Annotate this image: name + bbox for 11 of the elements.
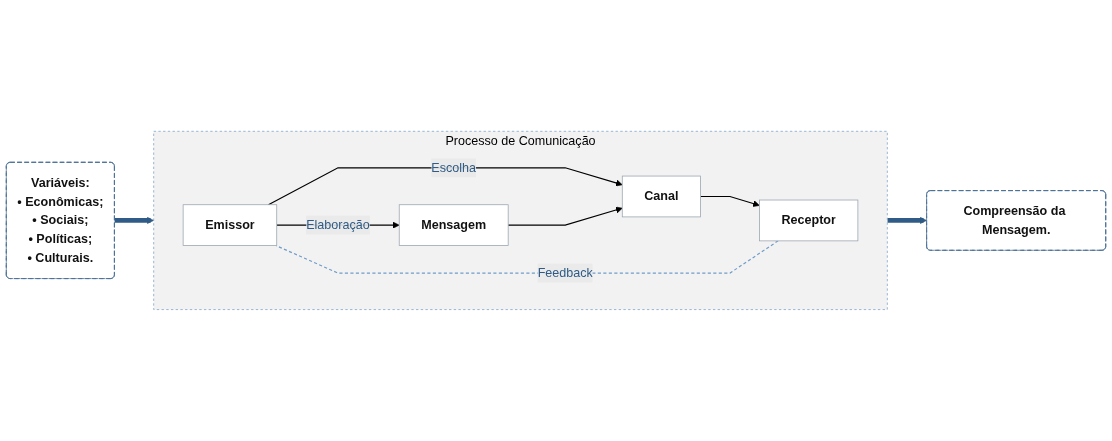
arrow [507,206,623,226]
node-box: Canal [621,175,701,218]
arrow [699,195,760,207]
arrow [887,217,927,224]
arrow [114,217,154,224]
node-box: Receptor [759,199,859,242]
edge-label: Escolha [431,160,477,175]
edge-label: Elaboração [306,218,370,232]
node-box: Mensagem [398,204,509,247]
edge-label: Feedback [537,266,593,280]
node-box: Emissor [182,204,278,247]
